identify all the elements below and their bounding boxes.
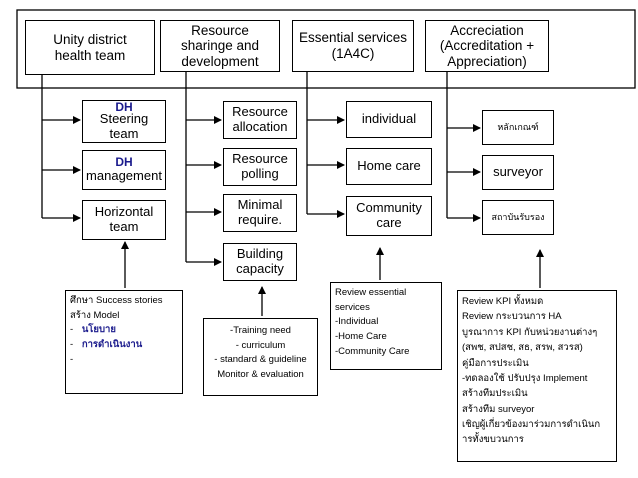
header-accreciation-label: Accreciation (Accreditation + Appreciati…: [439, 22, 535, 69]
header-resource-label: Resource sharinge and development: [180, 22, 260, 69]
building-capacity-label: Building capacity: [236, 246, 284, 276]
header-unity-label: Unity district health team: [53, 31, 127, 63]
note4-line8: สร้างทีม surveyor: [462, 403, 535, 415]
note3-line3: -Individual: [335, 316, 379, 328]
note3-line1: Review essential: [335, 287, 407, 298]
community-care-label: Community care: [356, 200, 422, 230]
box-individual: individual: [346, 101, 432, 138]
box-surveyor: surveyor: [482, 155, 554, 190]
box-resource-polling: Resource polling: [223, 148, 297, 186]
individual-label: individual: [361, 111, 417, 127]
horizontal-team-label: Horizontal team: [94, 204, 154, 234]
note-training: -Training need - curriculum - standard &…: [203, 318, 318, 396]
note1-item1: นโยบาย: [81, 324, 116, 336]
note1-item2-row: - การดำเนินงาน: [70, 339, 143, 351]
note2-line4: Monitor & evaluation: [217, 369, 304, 381]
note2-line3: - standard & guideline: [214, 354, 307, 366]
header-resource: Resource sharinge and development: [160, 20, 280, 72]
note4-line6: -ทดลองใช้ ปรับปรุง Implement: [462, 372, 588, 384]
box-criteria: หลักเกณฑ์: [482, 110, 554, 145]
note-success-stories: ศึกษา Success stories สร้าง Model - นโยบ…: [65, 290, 183, 394]
management-label: management: [86, 168, 162, 184]
header-essential: Essential services (1A4C): [292, 20, 414, 72]
note4-line4: (สพช, สปสช, สธ, สรพ, สวรส): [462, 342, 583, 354]
note4-line2: Review กระบวนการ HA: [462, 311, 562, 323]
accrediting-institute-label: สถาบันรับรอง: [491, 212, 545, 223]
box-dh-management: DH management: [82, 150, 166, 190]
note1-item1-row: - นโยบาย: [70, 324, 116, 336]
header-unity-district: Unity district health team: [25, 20, 155, 75]
note-review-kpi: Review KPI ทั้งหมด Review กระบวนการ HA บ…: [457, 290, 617, 462]
note4-line10: ารทั้งขบวนการ: [462, 434, 524, 446]
note4-line7: สร้างทีมประเมิน: [462, 388, 528, 400]
note3-line2: services: [335, 301, 370, 313]
note-review-essential: Review essential services -Individual -H…: [330, 282, 442, 370]
resource-polling-label: Resource polling: [232, 151, 288, 181]
box-resource-allocation: Resource allocation: [223, 101, 297, 139]
header-accreciation: Accreciation (Accreditation + Appreciati…: [425, 20, 549, 72]
note2-line2: - curriculum: [235, 339, 286, 351]
box-accrediting-institute: สถาบันรับรอง: [482, 200, 554, 235]
minimal-require-label: Minimal require.: [237, 197, 283, 227]
box-community-care: Community care: [346, 196, 432, 236]
steering-team-label: Steering team: [99, 110, 149, 141]
dh-label-steering: DH: [115, 100, 133, 115]
note3-line4: -Home Care: [335, 331, 387, 343]
resource-allocation-label: Resource allocation: [232, 104, 288, 134]
note4-line1: Review KPI ทั้งหมด: [462, 296, 544, 307]
criteria-label: หลักเกณฑ์: [497, 122, 539, 133]
box-building-capacity: Building capacity: [223, 243, 297, 281]
home-care-label: Home care: [357, 158, 421, 174]
box-minimal-require: Minimal require.: [223, 194, 297, 232]
header-frame: [16, 9, 636, 89]
note1-line1: ศึกษา Success stories: [70, 295, 163, 306]
box-dh-steering: DH Steering team: [82, 100, 166, 143]
note4-line9: เชิญผู้เกี่ยวข้องมาร่วมการดำเนินก: [462, 419, 601, 430]
note4-line3: บูรณาการ KPI กับหน่วยงานต่างๆ: [462, 326, 598, 338]
box-home-care: Home care: [346, 148, 432, 185]
box-horizontal-team: Horizontal team: [82, 200, 166, 240]
note1-item2: การดำเนินงาน: [81, 339, 143, 351]
header-essential-label: Essential services (1A4C): [298, 30, 408, 61]
note4-line5: คู่มือการประเมิน: [462, 357, 529, 369]
note1-line2: สร้าง Model: [70, 309, 120, 321]
note1-item3-row: -: [70, 353, 74, 365]
dh-label-management: DH: [115, 154, 133, 169]
note2-line1: -Training need: [230, 325, 291, 336]
surveyor-label: surveyor: [493, 164, 543, 180]
note3-line5: -Community Care: [335, 345, 410, 357]
